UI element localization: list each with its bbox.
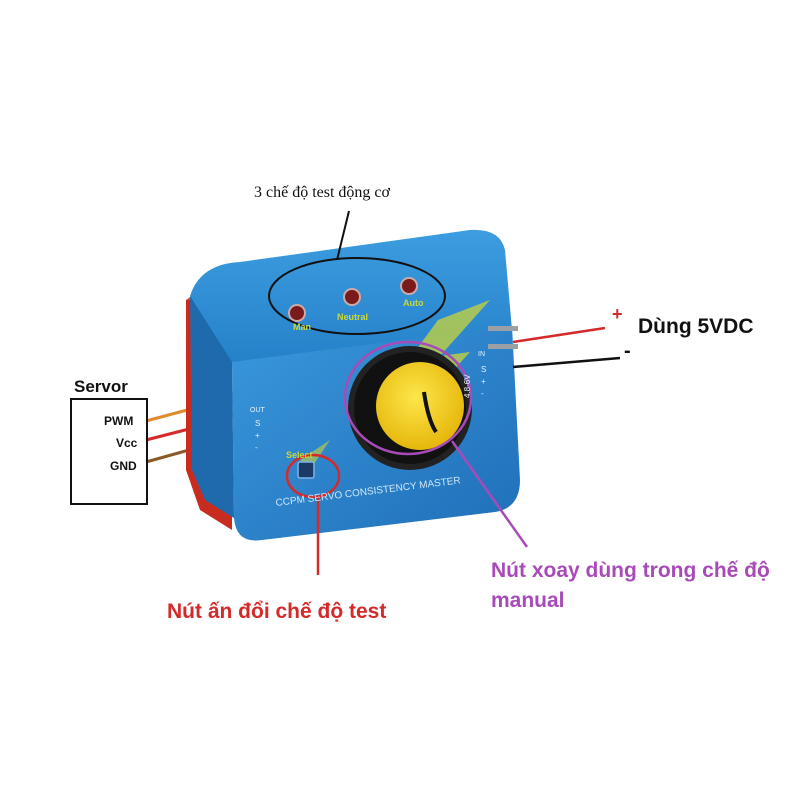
- power-plus-sign: +: [612, 304, 623, 324]
- modes-highlight-ellipse: [268, 257, 446, 335]
- led-label-neutral: Neutral: [337, 312, 368, 322]
- mode-leds: [288, 277, 418, 322]
- svg-text:+: +: [255, 431, 260, 440]
- servo-box-title: Servor: [74, 377, 128, 396]
- button-highlight-ellipse: [285, 453, 341, 499]
- knob-callout-line: [450, 440, 529, 548]
- select-button[interactable]: [297, 461, 315, 479]
- led-label-man: Man: [293, 322, 311, 332]
- modes-title: 3 chế độ test động cơ: [254, 184, 390, 201]
- voltage-label: 4.8-6V: [463, 374, 472, 398]
- power-label: Dùng 5VDC: [638, 315, 754, 338]
- pin-label-pwm: PWM: [104, 414, 134, 428]
- modes-callout-line: [336, 210, 350, 261]
- svg-text:-: -: [481, 389, 484, 398]
- button-label: Nút ấn đổi chế độ test: [167, 600, 387, 623]
- pin-label-vcc: Vcc: [116, 436, 138, 450]
- svg-text:S: S: [481, 365, 486, 374]
- in-header-pins: [488, 326, 518, 349]
- power-minus-sign: -: [624, 340, 631, 362]
- knob-label: Nút xoay dùng trong chế độ manual: [491, 559, 770, 612]
- svg-text:-: -: [255, 443, 258, 452]
- pin-label-gnd: GND: [110, 459, 137, 473]
- select-label: Select: [286, 450, 313, 460]
- power-wire-negative: [512, 356, 621, 369]
- servo-box: [70, 398, 148, 505]
- svg-text:S: S: [255, 419, 260, 428]
- out-label: OUT: [250, 407, 266, 414]
- in-label: IN: [478, 351, 485, 358]
- svg-text:+: +: [481, 377, 486, 386]
- led-label-auto: Auto: [403, 298, 424, 308]
- knob-highlight-ellipse: [343, 340, 473, 456]
- potentiometer-knob[interactable]: [348, 346, 472, 470]
- power-wire-positive: [512, 326, 606, 344]
